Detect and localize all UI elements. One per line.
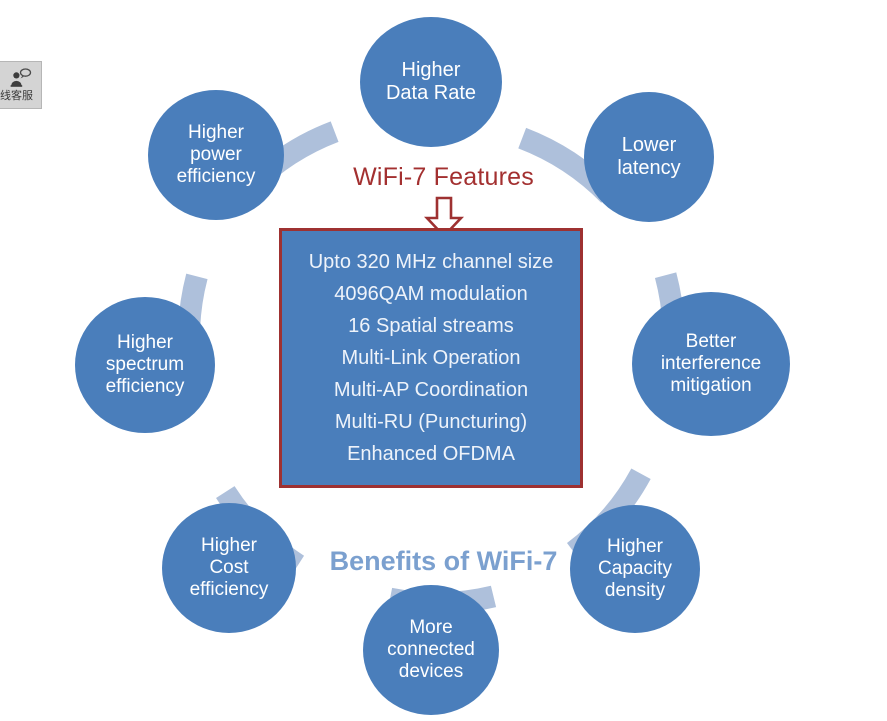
node-line: spectrum bbox=[105, 353, 185, 375]
customer-service-label: 线客服 bbox=[0, 89, 33, 102]
node-line: Better bbox=[685, 330, 737, 352]
node-line: mitigation bbox=[670, 375, 752, 397]
node-line: More bbox=[409, 616, 453, 638]
node-higher-cost-efficiency[interactable]: Higher Cost efficiency bbox=[162, 503, 296, 633]
node-line: Higher bbox=[607, 535, 663, 557]
feature-item: Multi-AP Coordination bbox=[333, 379, 529, 401]
node-higher-power-efficiency[interactable]: Higher power efficiency bbox=[148, 90, 284, 220]
down-arrow-icon bbox=[420, 196, 468, 238]
feature-item: Multi-RU (Puncturing) bbox=[334, 411, 528, 433]
node-higher-capacity-density[interactable]: Higher Capacity density bbox=[570, 505, 700, 633]
feature-item: 16 Spatial streams bbox=[348, 315, 514, 337]
customer-service-icon bbox=[10, 68, 32, 88]
node-line: power bbox=[190, 143, 242, 165]
feature-item: 4096QAM modulation bbox=[334, 283, 528, 305]
feature-item: Upto 320 MHz channel size bbox=[308, 251, 554, 273]
online-customer-service-widget[interactable]: 线客服 bbox=[0, 61, 42, 109]
node-line: efficiency bbox=[105, 376, 185, 398]
node-line: connected bbox=[387, 638, 475, 660]
center-title: WiFi-7 Features bbox=[353, 163, 534, 191]
node-line: Higher bbox=[117, 331, 173, 353]
wifi7-features-box: Upto 320 MHz channel size 4096QAM modula… bbox=[279, 228, 583, 488]
node-lower-latency[interactable]: Lower latency bbox=[584, 92, 714, 222]
node-higher-spectrum-efficiency[interactable]: Higher spectrum efficiency bbox=[75, 297, 215, 433]
node-line: Higher bbox=[401, 58, 461, 81]
node-line: Capacity bbox=[598, 557, 672, 579]
node-better-interference-mitigation[interactable]: Better interference mitigation bbox=[632, 292, 790, 436]
node-more-connected-devices[interactable]: More connected devices bbox=[363, 585, 499, 715]
node-line: density bbox=[604, 580, 666, 602]
node-line: efficiency bbox=[176, 166, 256, 188]
node-line: Data Rate bbox=[385, 82, 477, 104]
node-line: latency bbox=[617, 157, 681, 179]
node-line: Cost bbox=[209, 556, 249, 578]
node-line: efficiency bbox=[189, 579, 269, 601]
feature-item: Enhanced OFDMA bbox=[347, 443, 515, 465]
node-line: Higher bbox=[188, 121, 244, 143]
node-line: interference bbox=[660, 352, 762, 374]
node-line: Lower bbox=[621, 133, 677, 156]
node-line: devices bbox=[398, 661, 464, 683]
bottom-title: Benefits of WiFi-7 bbox=[329, 546, 558, 576]
node-higher-data-rate[interactable]: Higher Data Rate bbox=[360, 17, 502, 147]
node-line: Higher bbox=[201, 534, 257, 556]
feature-item: Multi-Link Operation bbox=[341, 347, 521, 369]
